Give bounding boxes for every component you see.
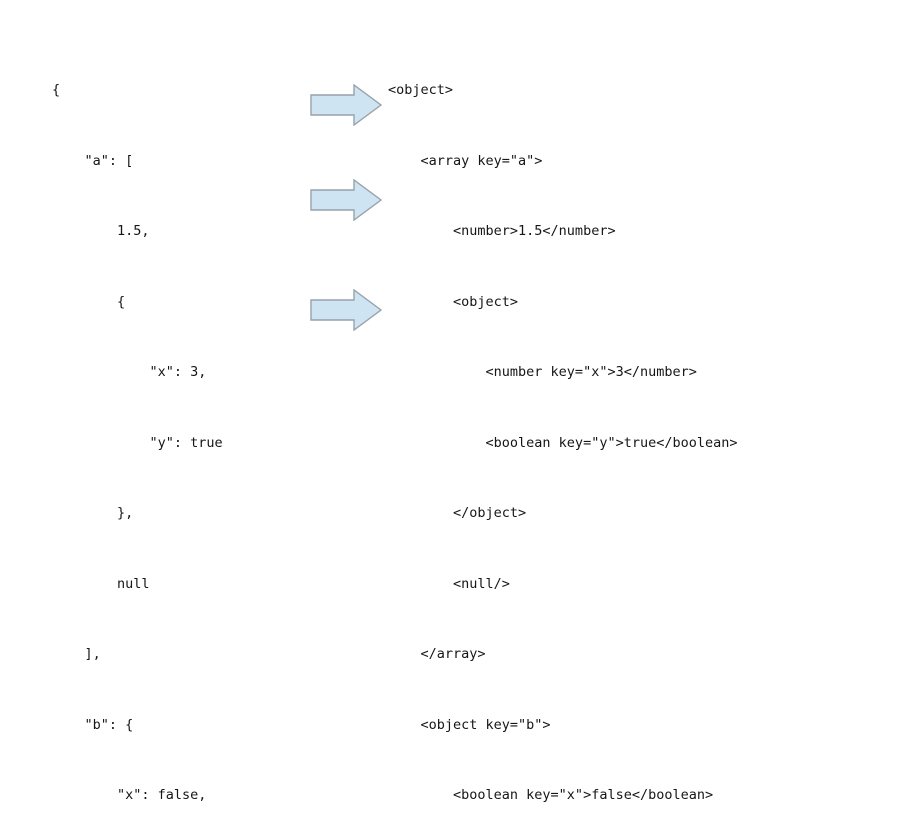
- json-line: {: [52, 82, 61, 98]
- xml-result-pane: <object> <array key="a"> <number>1.5</nu…: [388, 32, 898, 828]
- json-line: "y": true: [52, 434, 223, 451]
- maps-to-arrow-3: [310, 289, 382, 331]
- json-line: null: [52, 575, 150, 592]
- json-source-pane: { "a": [ 1.5, { "x": 3, "y": true }, nul…: [52, 32, 302, 828]
- xml-line: <object key="b">: [388, 716, 551, 733]
- json-line: "x": false,: [52, 787, 207, 803]
- xml-line: <object>: [388, 82, 454, 98]
- json-line: "a": [: [52, 152, 134, 169]
- maps-to-arrow-2: [310, 179, 382, 221]
- xml-line: <number key="x">3</number>: [388, 364, 697, 380]
- xml-line: <boolean key="y">true</boolean>: [388, 434, 738, 451]
- maps-to-arrow-1: [310, 84, 382, 126]
- xml-line: <object>: [388, 293, 519, 310]
- json-to-xml-figure: { "a": [ 1.5, { "x": 3, "y": true }, nul…: [52, 82, 738, 803]
- xml-line: <null/>: [388, 575, 510, 592]
- json-line: {: [52, 293, 126, 310]
- json-line: ],: [52, 646, 101, 662]
- json-line: },: [52, 505, 134, 521]
- json-line: "b": {: [52, 716, 134, 733]
- xml-line: <array key="a">: [388, 152, 543, 169]
- xml-line: </array>: [388, 646, 486, 662]
- xml-line: <boolean key="x">false</boolean>: [388, 787, 714, 803]
- json-line: 1.5,: [52, 223, 150, 239]
- xml-line: <number>1.5</number>: [388, 223, 616, 239]
- arrow-layer: [310, 84, 382, 331]
- xml-line: </object>: [388, 505, 527, 521]
- json-line: "x": 3,: [52, 364, 207, 380]
